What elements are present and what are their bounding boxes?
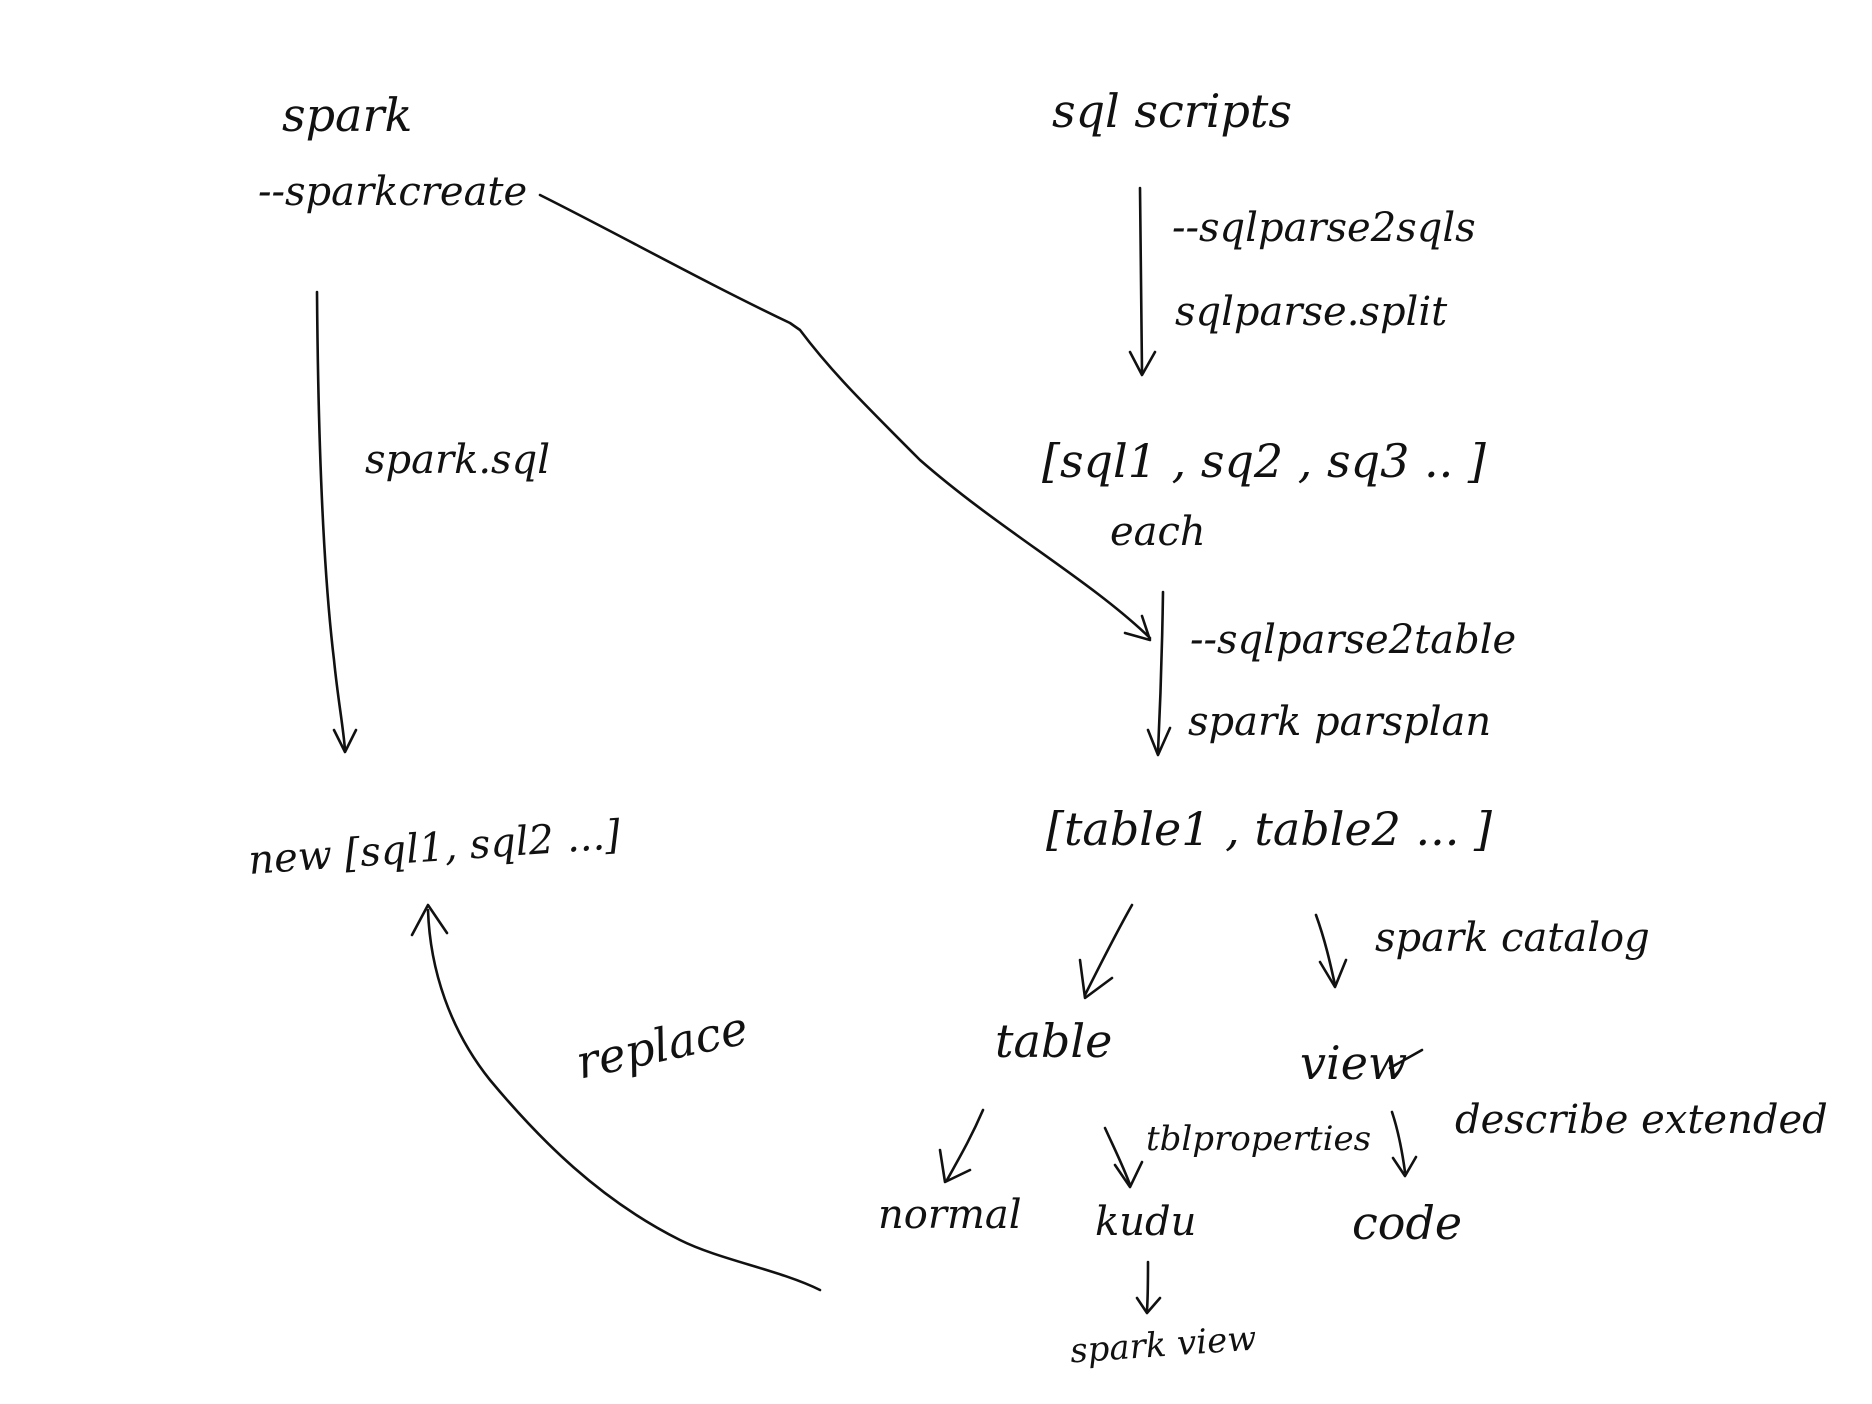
- spark-to-new-sqls-arrowhead: [332, 728, 358, 754]
- tables-to-view-arrowhead: [1318, 958, 1348, 989]
- scripts-to-list-arrowhead: [1128, 350, 1157, 377]
- tables-to-table-arrowhead: [1078, 958, 1114, 1000]
- replace-arrow: [426, 908, 822, 1292]
- kudu-to-sparkview-arrowhead: [1135, 1296, 1162, 1315]
- spark-to-new-sqls-arrow: [315, 290, 347, 752]
- view-flourish: [1388, 1048, 1424, 1070]
- sparkcreate-to-parse-arrowhead: [1123, 614, 1152, 642]
- edge-label-spark-parsplan: spark parsplan: [1188, 699, 1492, 745]
- node-view: view: [1300, 1036, 1408, 1090]
- edge-label-describe-extended: describe extended: [1455, 1097, 1828, 1143]
- kudu-to-sparkview-arrow: [1145, 1260, 1150, 1312]
- view-to-code-arrowhead: [1391, 1155, 1418, 1178]
- replace-arrowhead: [410, 903, 449, 937]
- each-to-tables-arrow: [1156, 590, 1165, 754]
- node-normal: normal: [878, 1192, 1022, 1238]
- node-spark: spark: [282, 88, 413, 142]
- edge-label-spark-catalog: spark catalog: [1375, 915, 1650, 961]
- view-to-code-arrow: [1390, 1110, 1407, 1174]
- table-to-kudu-arrowhead: [1113, 1160, 1144, 1189]
- node-kudu: kudu: [1095, 1199, 1197, 1245]
- edge-label-sqlparse-split: sqlparse.split: [1175, 289, 1448, 335]
- node-code: code: [1352, 1196, 1463, 1250]
- edge-label-spark-sql: spark.sql: [365, 437, 550, 483]
- node-table-list: [table1 , table2 ... ]: [1046, 802, 1492, 856]
- each-to-tables-arrowhead: [1146, 726, 1172, 757]
- table-to-kudu-arrow: [1103, 1126, 1132, 1187]
- node-sql-scripts: sql scripts: [1052, 84, 1292, 138]
- table-to-normal-arrowhead: [938, 1148, 972, 1184]
- tables-to-view-arrow: [1314, 913, 1337, 987]
- edge-label-sqlparse2table: --sqlparse2table: [1190, 617, 1517, 663]
- table-to-normal-arrow: [945, 1108, 985, 1182]
- sparkcreate-to-parse-arrow: [538, 193, 1152, 640]
- node-table: table: [995, 1014, 1113, 1068]
- edge-label-sqlparse2sqls: --sqlparse2sqls: [1172, 205, 1476, 251]
- node-each: each: [1110, 509, 1206, 555]
- node-sql-list: [sql1 , sq2 , sq3 .. ]: [1042, 434, 1486, 488]
- tables-to-table-arrow: [1083, 903, 1134, 997]
- scripts-to-list-arrow: [1138, 186, 1144, 374]
- node-spark-create: --sparkcreate: [258, 169, 528, 215]
- edge-label-tblproperties: tblproperties: [1146, 1119, 1372, 1159]
